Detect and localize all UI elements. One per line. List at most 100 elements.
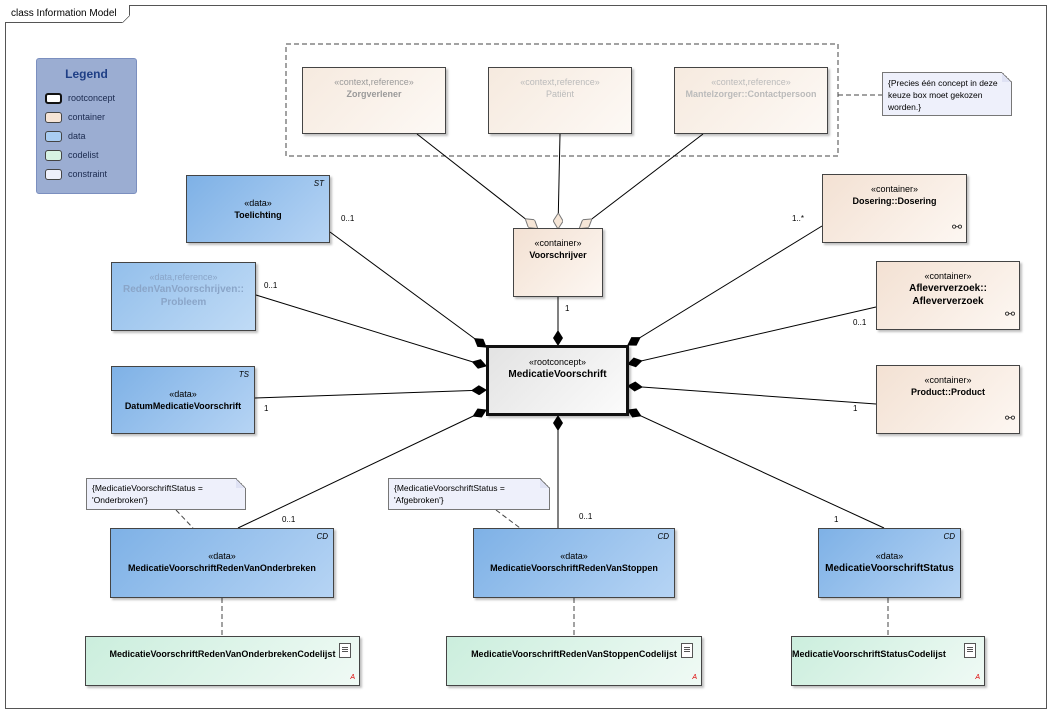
reden-onderbreken-box[interactable]: CD «data» MedicatieVoorschriftRedenVanOn… [110,528,334,598]
stereotype: «container» [924,375,972,385]
datum-box[interactable]: TS «data» DatumMedicatieVoorschrift [111,366,255,434]
mult-toelichting: 0..1 [341,214,355,223]
type-tag: CD [943,532,955,541]
class-name: Mantelzorger::Contactpersoon [685,89,817,99]
link-icon: ⚯ [951,220,962,234]
legend-label: codelist [68,150,99,160]
type-tag: ST [313,179,324,188]
stereotype: «context,reference» [711,77,791,87]
reden-voorschrijven-box[interactable]: «data,reference» RedenVanVoorschrijven::… [111,262,256,331]
class-name: Product::Product [911,387,985,397]
class-name: DatumMedicatieVoorschrift [124,401,242,411]
type-tag: CD [657,532,669,541]
mult-voorschrijver: 1 [565,304,570,313]
status-box[interactable]: CD «data» MedicatieVoorschriftStatus [818,528,961,598]
link-dosering [627,225,823,346]
stereotype: «context,reference» [520,77,600,87]
class-name-line2: Afleververzoek [912,296,984,307]
abstract-marker-icon: A [692,674,697,681]
stereotype: «context,reference» [334,77,414,87]
document-icon [681,643,693,658]
type-tag: CD [316,532,328,541]
class-name: Zorgverlener [346,89,402,99]
voorschrijver-box[interactable]: «container» Voorschrijver [513,228,603,297]
class-name-line2: Probleem [160,297,207,308]
note-dep-1 [175,509,194,529]
mult-afleververzoek: 0..1 [853,318,867,327]
legend-label: container [68,112,106,122]
legend-item: codelist [45,148,99,163]
mult-datum: 1 [264,404,269,413]
legend-item: rootconcept [45,91,115,106]
legend-item: container [45,110,105,125]
class-name: RedenVanVoorschrijven:: [123,284,244,295]
stereotype: «data» [875,551,904,561]
constraint-note-onderbroken: {MedicatieVoorschriftStatus = 'Onderbrok… [86,478,246,510]
codelist-name: MedicatieVoorschriftRedenVanStoppenCodel… [471,649,677,659]
document-icon [339,643,351,658]
abstract-marker-icon: A [350,674,355,681]
link-onderbreken [237,408,487,529]
legend-label: data [68,131,86,141]
mult-product: 1 [853,404,858,413]
legend-swatch [45,112,62,124]
link-status [627,408,885,529]
legend: Legend rootconcept container data codeli… [36,58,137,194]
mult-stoppen: 0..1 [579,512,593,521]
note-line: {MedicatieVoorschriftStatus = [394,483,505,493]
toelichting-box[interactable]: ST «data» Toelichting [186,175,330,243]
mult-status: 1 [834,515,839,524]
class-name: Dosering::Dosering [852,196,937,206]
mult-dosering: 1..* [792,214,805,223]
type-tag: TS [238,370,249,379]
class-name: MedicatieVoorschriftStatus [825,563,954,574]
context-box-patient[interactable]: «context,reference» Patiënt [488,67,632,134]
stereotype: «data» [560,551,588,561]
link-product [627,381,877,405]
afleververzoek-box[interactable]: «container» Afleververzoek:: Afleververz… [876,261,1020,330]
stereotype: «container» [924,271,972,281]
link-patient [558,133,560,228]
class-name: MedicatieVoorschrift [508,369,607,380]
stereotype: «data» [244,198,272,208]
link-afleververzoek [627,306,877,368]
legend-label: rootconcept [68,93,116,103]
legend-swatch [45,169,62,181]
context-box-mantelzorger[interactable]: «context,reference» Mantelzorger::Contac… [674,67,828,134]
note-line: 'Onderbroken'} [92,495,148,505]
legend-swatch [45,93,62,105]
codelist-status-box[interactable]: MedicatieVoorschriftStatusCodelijst A [791,636,985,686]
root-concept-box[interactable]: «rootconcept» MedicatieVoorschrift [486,345,629,416]
codelist-onderbreken-box[interactable]: MedicatieVoorschriftRedenVanOnderbrekenC… [85,636,360,686]
context-box-zorgverlener[interactable]: «context,reference» Zorgverlener [302,67,446,134]
stereotype: «container» [534,238,582,248]
legend-title: Legend [65,67,108,81]
class-name: MedicatieVoorschriftRedenVanOnderbreken [128,563,316,573]
legend-swatch [45,131,62,143]
stereotype: «data,reference» [149,272,218,282]
choice-box [285,43,839,157]
constraint-note-afgebroken: {MedicatieVoorschriftStatus = 'Afgebroke… [388,478,550,510]
link-icon: ⚯ [1004,307,1015,321]
class-name: Voorschrijver [529,250,587,260]
abstract-marker-icon: A [975,674,980,681]
legend-item: data [45,129,86,144]
stereotype: «data» [208,551,236,561]
legend-label: constraint [68,169,108,179]
dosering-box[interactable]: «container» Dosering::Dosering ⚯ [822,174,967,243]
frame-title: class Information Model [5,5,130,23]
link-mantelzorger [580,133,704,228]
legend-swatch [45,150,62,162]
reden-stoppen-box[interactable]: CD «data» MedicatieVoorschriftRedenVanSt… [473,528,675,598]
diagram-frame [5,5,1047,709]
note-dep-2 [495,509,521,529]
link-zorgverlener [416,133,537,228]
codelist-stoppen-box[interactable]: MedicatieVoorschriftRedenVanStoppenCodel… [446,636,702,686]
class-name: Afleververzoek:: [909,283,987,294]
stereotype: «container» [870,184,919,194]
link-reden [255,294,487,369]
mult-onderbreken: 0..1 [282,515,296,524]
codelist-name: MedicatieVoorschriftRedenVanOnderbrekenC… [109,649,336,659]
product-box[interactable]: «container» Product::Product ⚯ [876,365,1020,434]
